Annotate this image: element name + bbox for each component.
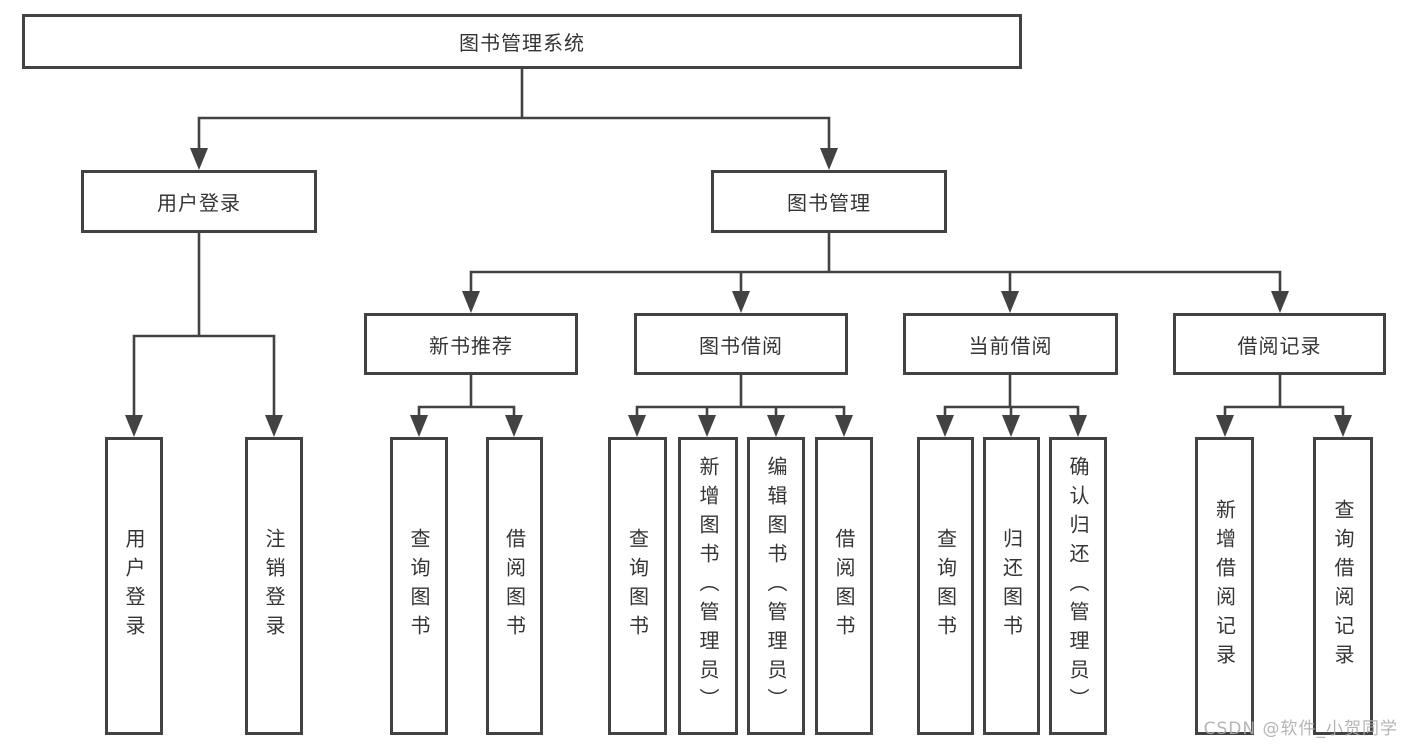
node-leaf-bb-add-book: 新增图书（管理员） — [678, 437, 738, 735]
arrowhead — [1271, 291, 1289, 313]
arrowhead — [835, 415, 853, 437]
node-borrow-record: 借阅记录 — [1173, 313, 1386, 375]
arrowhead — [505, 415, 523, 437]
connector-user-login-branch — [132, 334, 276, 420]
node-leaf-bb-edit-book: 编辑图书（管理员） — [747, 437, 805, 735]
node-current-borrow: 当前借阅 — [903, 313, 1118, 375]
node-leaf-cb-query-book: 查询图书 — [917, 437, 974, 735]
node-root-system: 图书管理系统 — [22, 14, 1022, 69]
node-book-mgmt: 图书管理 — [711, 170, 947, 233]
arrowhead — [820, 148, 838, 170]
node-leaf-bb-borrow-book-label: 借阅图书 — [832, 528, 856, 644]
arrowhead — [125, 415, 143, 437]
arrowhead — [462, 291, 480, 313]
node-leaf-user-login: 用户登录 — [105, 437, 163, 735]
connector-book-mgmt-branch — [469, 270, 1282, 296]
node-user-login-label: 用户登录 — [157, 191, 241, 215]
node-leaf-user-login-label: 用户登录 — [122, 528, 146, 644]
node-leaf-br-query-record: 查询借阅记录 — [1313, 437, 1373, 735]
connector-current-borrow-branch — [943, 405, 1080, 420]
node-leaf-bb-add-book-label: 新增图书（管理员） — [696, 455, 720, 717]
node-root-system-label: 图书管理系统 — [459, 31, 585, 55]
node-leaf-logout-label: 注销登录 — [262, 528, 286, 644]
node-leaf-cb-confirm-return: 确认归还（管理员） — [1049, 437, 1107, 735]
node-leaf-rec-borrow-book: 借阅图书 — [486, 437, 543, 735]
csdn-watermark: CSDN @软件_小贺同学 — [1203, 719, 1398, 739]
arrowhead — [698, 415, 716, 437]
arrowhead — [767, 415, 785, 437]
connector-book-borrow-branch — [635, 405, 846, 420]
node-leaf-cb-query-book-label: 查询图书 — [933, 528, 958, 644]
arrowhead — [936, 415, 954, 437]
node-user-login: 用户登录 — [81, 170, 317, 233]
node-leaf-br-query-record-label: 查询借阅记录 — [1331, 499, 1355, 673]
arrowhead — [1001, 291, 1019, 313]
node-leaf-rec-query-book: 查询图书 — [390, 437, 448, 735]
node-book-borrow-label: 图书借阅 — [699, 333, 783, 358]
node-leaf-bb-borrow-book: 借阅图书 — [815, 437, 873, 735]
node-leaf-bb-query-book-label: 查询图书 — [625, 528, 650, 644]
arrowhead — [732, 291, 750, 313]
connector-root-branch — [197, 116, 831, 153]
arrowhead — [1002, 415, 1020, 437]
node-leaf-cb-confirm-return-label: 确认归还（管理员） — [1066, 455, 1090, 717]
node-current-borrow-label: 当前借阅 — [968, 333, 1053, 358]
node-leaf-rec-query-book-label: 查询图书 — [407, 528, 431, 644]
node-book-borrow: 图书借阅 — [634, 313, 848, 375]
node-leaf-rec-borrow-book-label: 借阅图书 — [502, 528, 527, 644]
node-leaf-bb-edit-book-label: 编辑图书（管理员） — [764, 455, 788, 717]
node-leaf-cb-return-book-label: 归还图书 — [999, 528, 1024, 644]
node-leaf-br-add-record-label: 新增借阅记录 — [1212, 499, 1237, 673]
node-new-book-rec-label: 新书推荐 — [429, 333, 513, 358]
node-new-book-rec: 新书推荐 — [364, 313, 578, 375]
node-book-mgmt-label: 图书管理 — [787, 191, 871, 215]
arrowhead — [1216, 415, 1234, 437]
connector-new-book-rec-branch — [417, 405, 516, 420]
node-leaf-logout: 注销登录 — [245, 437, 303, 735]
arrowhead — [1334, 415, 1352, 437]
arrowhead — [190, 148, 208, 170]
arrowhead — [1069, 415, 1087, 437]
node-leaf-cb-return-book: 归还图书 — [983, 437, 1040, 735]
node-leaf-bb-query-book: 查询图书 — [608, 437, 667, 735]
node-leaf-br-add-record: 新增借阅记录 — [1195, 437, 1254, 735]
connector-borrow-record-branch — [1223, 405, 1345, 420]
arrowhead — [410, 415, 428, 437]
node-borrow-record-label: 借阅记录 — [1237, 333, 1322, 358]
arrowhead — [628, 415, 646, 437]
arrowhead — [265, 415, 283, 437]
